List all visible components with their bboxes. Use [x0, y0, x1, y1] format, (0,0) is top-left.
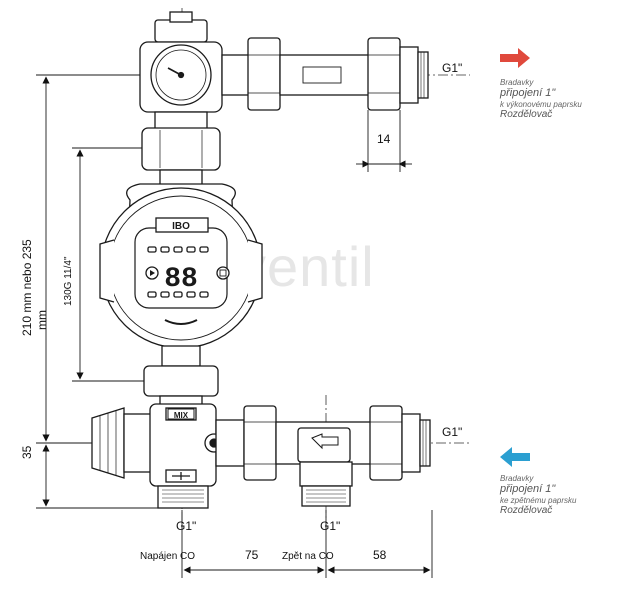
return-note-line2: připojení 1" — [500, 483, 556, 496]
return-note-line4: Rozdělovač — [500, 505, 553, 517]
supply-note-line2: připojení 1" — [500, 87, 556, 100]
port-bottom-mid: G1" — [320, 519, 340, 533]
spacing-right-label: 58 — [373, 548, 387, 562]
valve-label: MIX — [174, 411, 189, 420]
total-height-label-2: mm — [35, 310, 49, 330]
total-height-label-1: 210 mm nebo 235 — [20, 239, 34, 336]
dimension-lines — [36, 74, 433, 578]
bottom-assembly — [91, 403, 431, 509]
port-mid-right: G1" — [442, 425, 462, 439]
pump-brand: IBO — [172, 221, 190, 232]
return-note: Bradavky připojení 1" ke zpětnému paprsk… — [500, 474, 577, 517]
pump-display: 88 — [164, 264, 198, 295]
supply-note-line1: Bradavky — [500, 78, 534, 87]
supply-label: Napájen CO — [140, 551, 195, 562]
return-label: Zpět na CO — [282, 551, 334, 562]
pump — [99, 183, 263, 409]
supply-note: Bradavky připojení 1" k výkonovému paprs… — [500, 78, 582, 121]
port-top-right: G1" — [442, 61, 462, 75]
return-note-line1: Bradavky — [500, 474, 534, 483]
connector-width-label: 14 — [377, 132, 391, 146]
pump-size-label: 130G 11/4" — [63, 256, 74, 306]
supply-note-line4: Rozdělovač — [500, 109, 553, 121]
top-assembly — [139, 11, 429, 187]
spacing-left-label: 75 — [245, 548, 259, 562]
supply-note-line3: k výkonovému paprsku — [500, 99, 582, 109]
port-bottom-left: G1" — [176, 519, 196, 533]
return-arrow-icon — [500, 447, 530, 467]
supply-arrow-icon — [500, 48, 530, 68]
bottom-offset-label: 35 — [20, 445, 34, 459]
return-note-line3: ke zpětnému paprsku — [500, 495, 577, 505]
